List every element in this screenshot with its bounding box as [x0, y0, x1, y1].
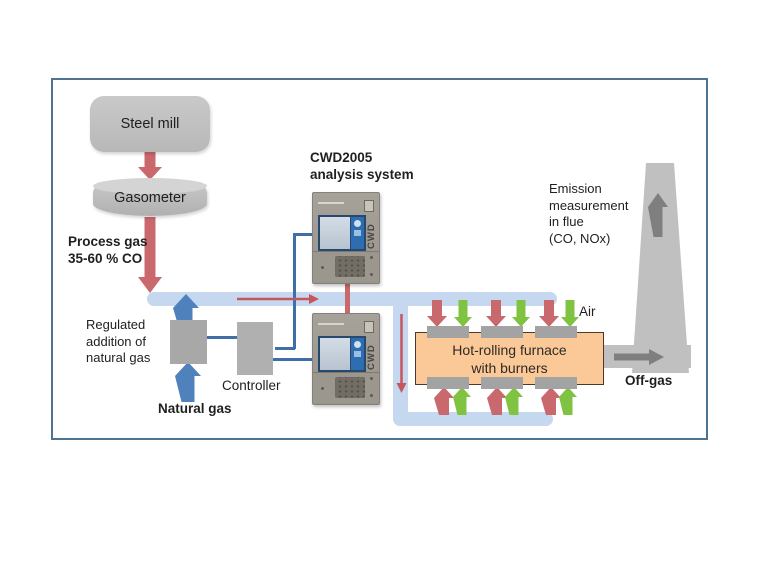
controller-box: [237, 322, 273, 375]
screw-icon: [370, 256, 373, 259]
analyzer-buttons: [351, 217, 364, 249]
wire-controller-top: [275, 347, 295, 350]
screw-icon: [321, 387, 324, 390]
screw-icon: [321, 266, 324, 269]
analyzer-buttons: [351, 338, 364, 370]
analyzer-button-icon: [354, 220, 361, 227]
burner-air-arrow-icon: [453, 387, 471, 415]
analyzer-button-icon: [354, 351, 361, 357]
burner-gas-arrow-icon: [541, 387, 561, 415]
analyzer-screen: [318, 336, 366, 372]
wire-vertical: [293, 233, 296, 349]
analyzer-nameplate: [318, 202, 344, 204]
offgas-label: Off-gas: [625, 373, 673, 388]
emission-label: Emission measurement in flue (CO, NOx): [549, 181, 629, 246]
burner-gas-arrow-icon: [427, 300, 447, 327]
analyzer-lcd: [320, 338, 350, 370]
analyzer-screen: [318, 215, 366, 251]
analyzer-lcd: [320, 217, 350, 249]
wire-analyzer1: [293, 233, 312, 236]
analysis-system-label: CWD2005 analysis system: [310, 150, 414, 182]
flow-arrow-down-icon: [396, 314, 407, 393]
analyzer-button-icon: [354, 341, 361, 348]
flow-arrow-right-icon: [237, 294, 319, 304]
burner-block: [535, 326, 577, 338]
screw-icon: [370, 394, 373, 397]
screw-icon: [370, 273, 373, 276]
gasometer-label: Gasometer: [114, 190, 186, 206]
cwd-analyzer-2: CWD: [312, 313, 380, 405]
analyzer-brand-label: CWD: [366, 344, 377, 370]
burner-gas-arrow-icon: [486, 300, 506, 327]
burner-air-arrow-icon: [454, 300, 472, 327]
cwd-analyzer-1: CWD: [312, 192, 380, 284]
burner-block: [481, 326, 523, 338]
burner-block: [481, 377, 523, 389]
burner-block: [535, 377, 577, 389]
air-label: Air: [579, 304, 596, 319]
gas-pipe-bottom: [393, 412, 553, 426]
gasometer-gas-arrow-icon: [138, 217, 162, 293]
burner-gas-arrow-icon: [434, 387, 454, 415]
analyzer-seam: [313, 372, 379, 373]
analyzer-brand-label: CWD: [366, 223, 377, 249]
steelmill-gas-arrow-icon: [138, 152, 162, 180]
furnace-label: Hot-rolling furnace with burners: [452, 341, 567, 376]
burner-block: [427, 326, 469, 338]
burner-air-arrow-icon: [505, 387, 523, 415]
offgas-arrow-icon: [614, 349, 664, 365]
wire-controller-analyzer2: [273, 358, 312, 361]
burner-air-arrow-icon: [512, 300, 530, 327]
steel-mill-box: Steel mill: [90, 96, 210, 152]
burner-gas-arrow-icon: [539, 300, 559, 327]
burner-air-arrow-icon: [559, 387, 577, 415]
wire-regulator-controller: [207, 336, 237, 339]
burner-block: [427, 377, 469, 389]
burner-gas-arrow-icon: [487, 387, 507, 415]
screw-icon: [370, 377, 373, 380]
analyzer-logo-icon: [364, 200, 374, 212]
analyzer-seam: [313, 251, 379, 252]
burner-air-arrow-icon: [561, 300, 579, 327]
analyzer-nameplate: [318, 323, 344, 325]
flue-up-arrow-icon: [648, 193, 668, 237]
gasometer-top: [93, 178, 207, 194]
analyzer-keypad: [335, 256, 365, 277]
regulator-valve-box: [170, 320, 207, 364]
analyzer-keypad: [335, 377, 365, 398]
naturalgas-supply-arrow-icon: [175, 362, 201, 402]
gas-pipe-main: [147, 292, 557, 306]
analyzer-sample-line: [345, 281, 350, 313]
natural-gas-label: Natural gas: [158, 401, 232, 416]
controller-label: Controller: [222, 378, 281, 393]
process-gas-label: Process gas 35-60 % CO: [68, 234, 148, 266]
regulated-addition-label: Regulated addition of natural gas: [86, 317, 151, 365]
analyzer-logo-icon: [364, 321, 374, 333]
steel-mill-label: Steel mill: [120, 116, 180, 132]
analyzer-button-icon: [354, 230, 361, 236]
